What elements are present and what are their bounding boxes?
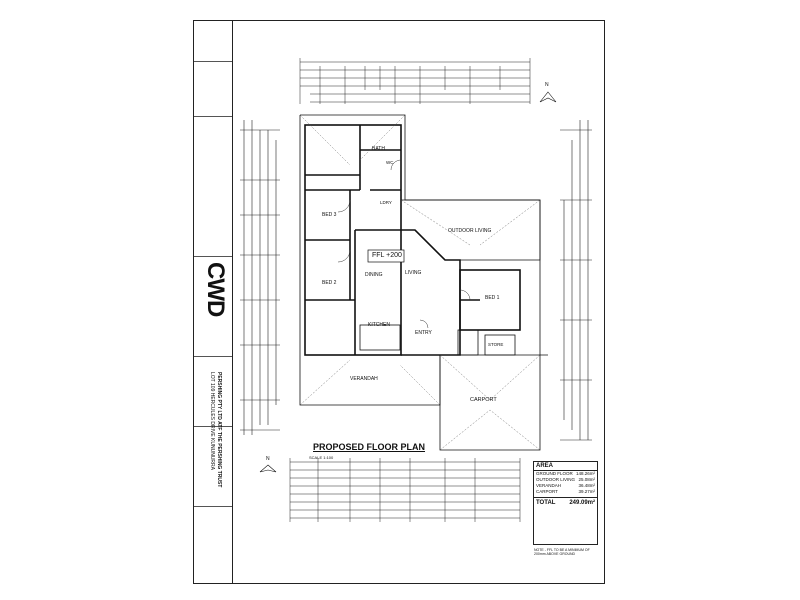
area-row: VERANDAH 36.48m² bbox=[534, 483, 597, 489]
area-row-label: VERANDAH bbox=[536, 483, 562, 488]
area-row: OUTDOOR LIVING 25.08m² bbox=[534, 477, 597, 483]
area-row: CARPORT 39.27m² bbox=[534, 489, 597, 495]
area-row-label: GROUND FLOOR bbox=[536, 471, 573, 476]
room-label: STORE bbox=[488, 342, 504, 347]
room-label: BED 1 bbox=[485, 295, 500, 301]
area-row-label: OUTDOOR LIVING bbox=[536, 477, 576, 482]
area-row-value: 36.48m² bbox=[578, 483, 595, 488]
title-block-cell bbox=[194, 356, 232, 427]
title-block-cell bbox=[194, 116, 232, 257]
room-label: LIVING bbox=[405, 270, 422, 276]
area-row-value: 25.08m² bbox=[578, 477, 595, 482]
room-label: BED 2 bbox=[322, 280, 337, 286]
area-total-value: 249.09m² bbox=[569, 500, 595, 506]
room-label: BATH bbox=[372, 146, 385, 152]
area-total-label: TOTAL bbox=[536, 500, 556, 506]
title-block bbox=[194, 21, 233, 583]
area-row: GROUND FLOOR 148.26m² bbox=[534, 471, 597, 477]
ffl-note: NOTE - FFL TO BE A MINIMUM OF 200mm ABOV… bbox=[534, 548, 590, 556]
title-block-cell bbox=[194, 21, 232, 62]
plan-scale: SCALE 1:100 bbox=[309, 455, 334, 460]
room-label: DINING bbox=[365, 272, 383, 278]
title-block-cell bbox=[194, 61, 232, 117]
north-arrow-label: N bbox=[266, 456, 270, 462]
area-schedule: AREA GROUND FLOOR 148.26m² OUTDOOR LIVIN… bbox=[533, 461, 598, 545]
floor-plan-drawing bbox=[240, 58, 592, 522]
area-row-value: 39.27m² bbox=[578, 489, 595, 494]
title-block-cell bbox=[194, 426, 232, 507]
room-label: LDRY bbox=[380, 200, 392, 205]
plan-title: PROPOSED FLOOR PLAN bbox=[313, 442, 426, 452]
room-label: BED 3 bbox=[322, 212, 337, 218]
room-label: CARPORT bbox=[470, 397, 497, 403]
ffl-label: FFL +200 bbox=[372, 252, 402, 259]
room-label: OUTDOOR LIVING bbox=[448, 228, 492, 234]
room-label: ENTRY bbox=[415, 330, 432, 336]
north-arrow-label: N bbox=[545, 82, 549, 88]
room-label: VERANDAH bbox=[350, 376, 378, 382]
area-header: AREA bbox=[534, 462, 597, 471]
room-label: WC bbox=[386, 160, 394, 165]
title-block-cell bbox=[194, 256, 232, 357]
area-row-value: 148.26m² bbox=[575, 471, 595, 476]
room-label: KITCHEN bbox=[368, 322, 390, 328]
area-total: TOTAL 249.09m² bbox=[534, 497, 597, 508]
area-row-label: CARPORT bbox=[536, 489, 558, 494]
